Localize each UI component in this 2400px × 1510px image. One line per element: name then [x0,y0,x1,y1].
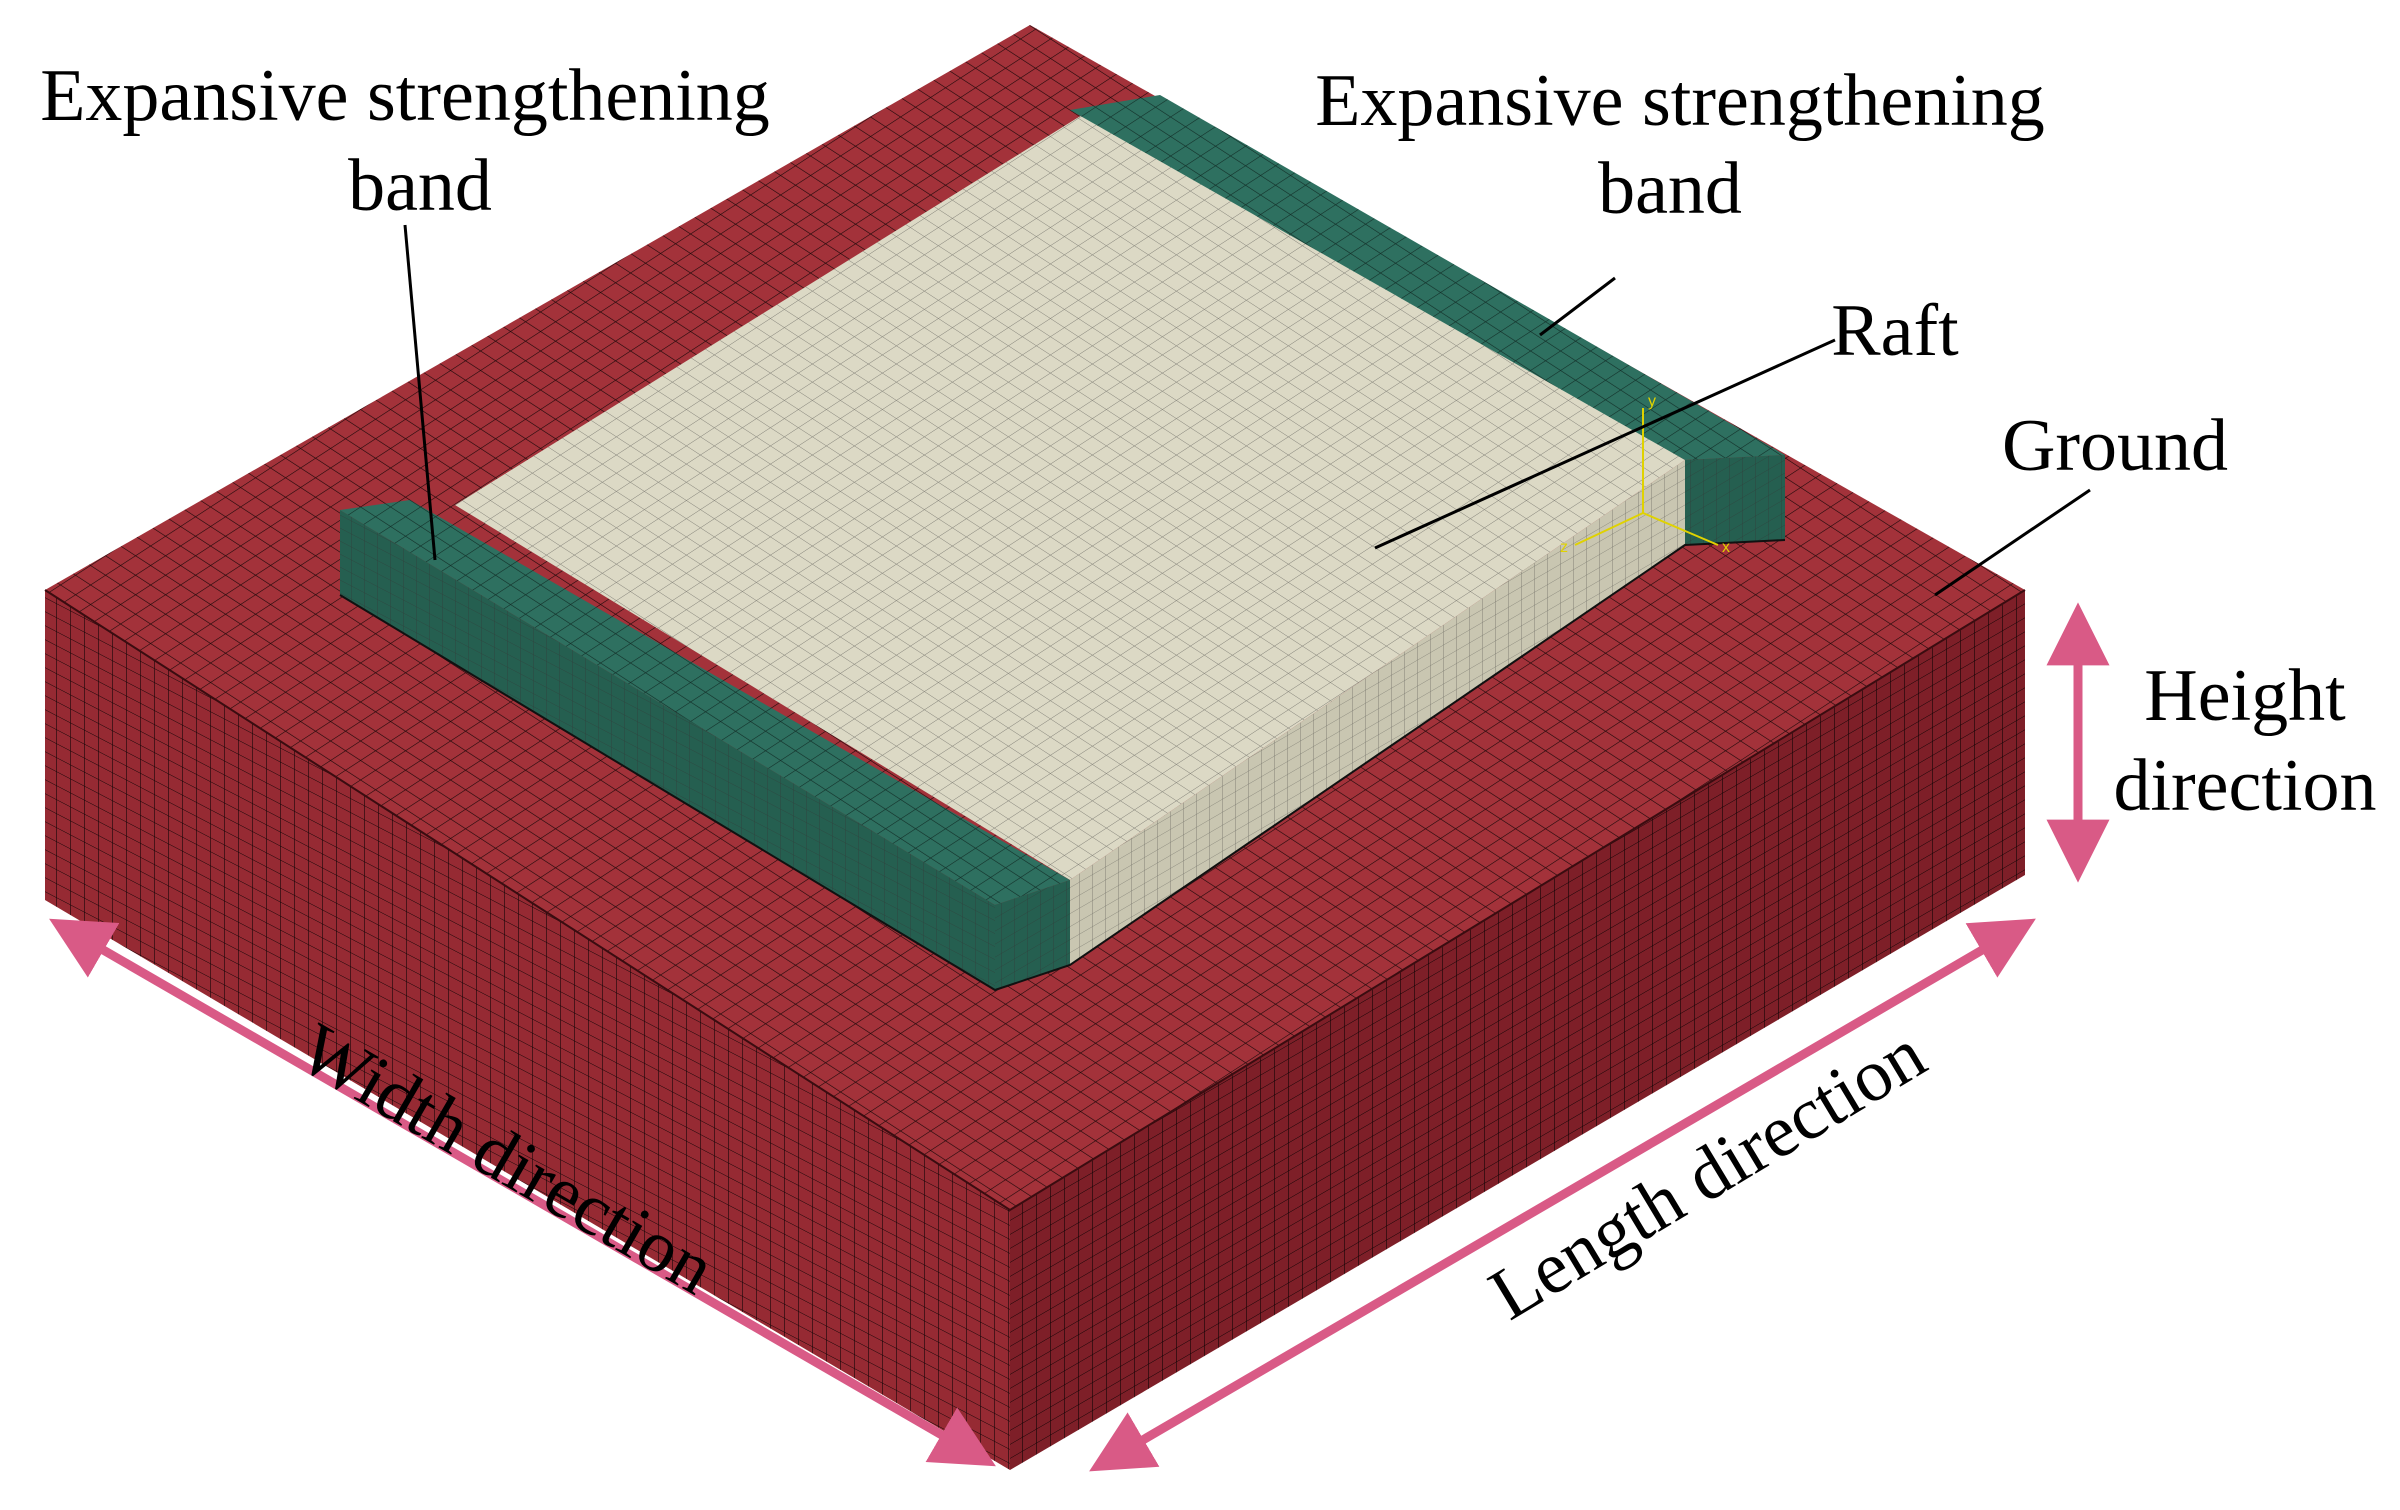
axis-y-label: y [1648,393,1656,410]
axis-x-label: x [1722,539,1730,556]
label-height-line1: Height [2144,655,2346,737]
axis-z-label: z [1560,539,1568,556]
label-band-left-line1: Expansive strengthening [40,55,770,137]
leader-band-right [1540,278,1615,335]
band-right-side-mesh [1685,455,1785,545]
label-band-right-line2: band [1598,148,1742,230]
label-raft: Raft [1831,290,1959,372]
label-height-line2: direction [2113,745,2376,827]
label-ground: Ground [2002,405,2228,487]
label-band-right-line1: Expansive strengthening [1315,60,2045,142]
leader-ground [1935,490,2090,595]
label-band-left-line2: band [348,145,492,227]
